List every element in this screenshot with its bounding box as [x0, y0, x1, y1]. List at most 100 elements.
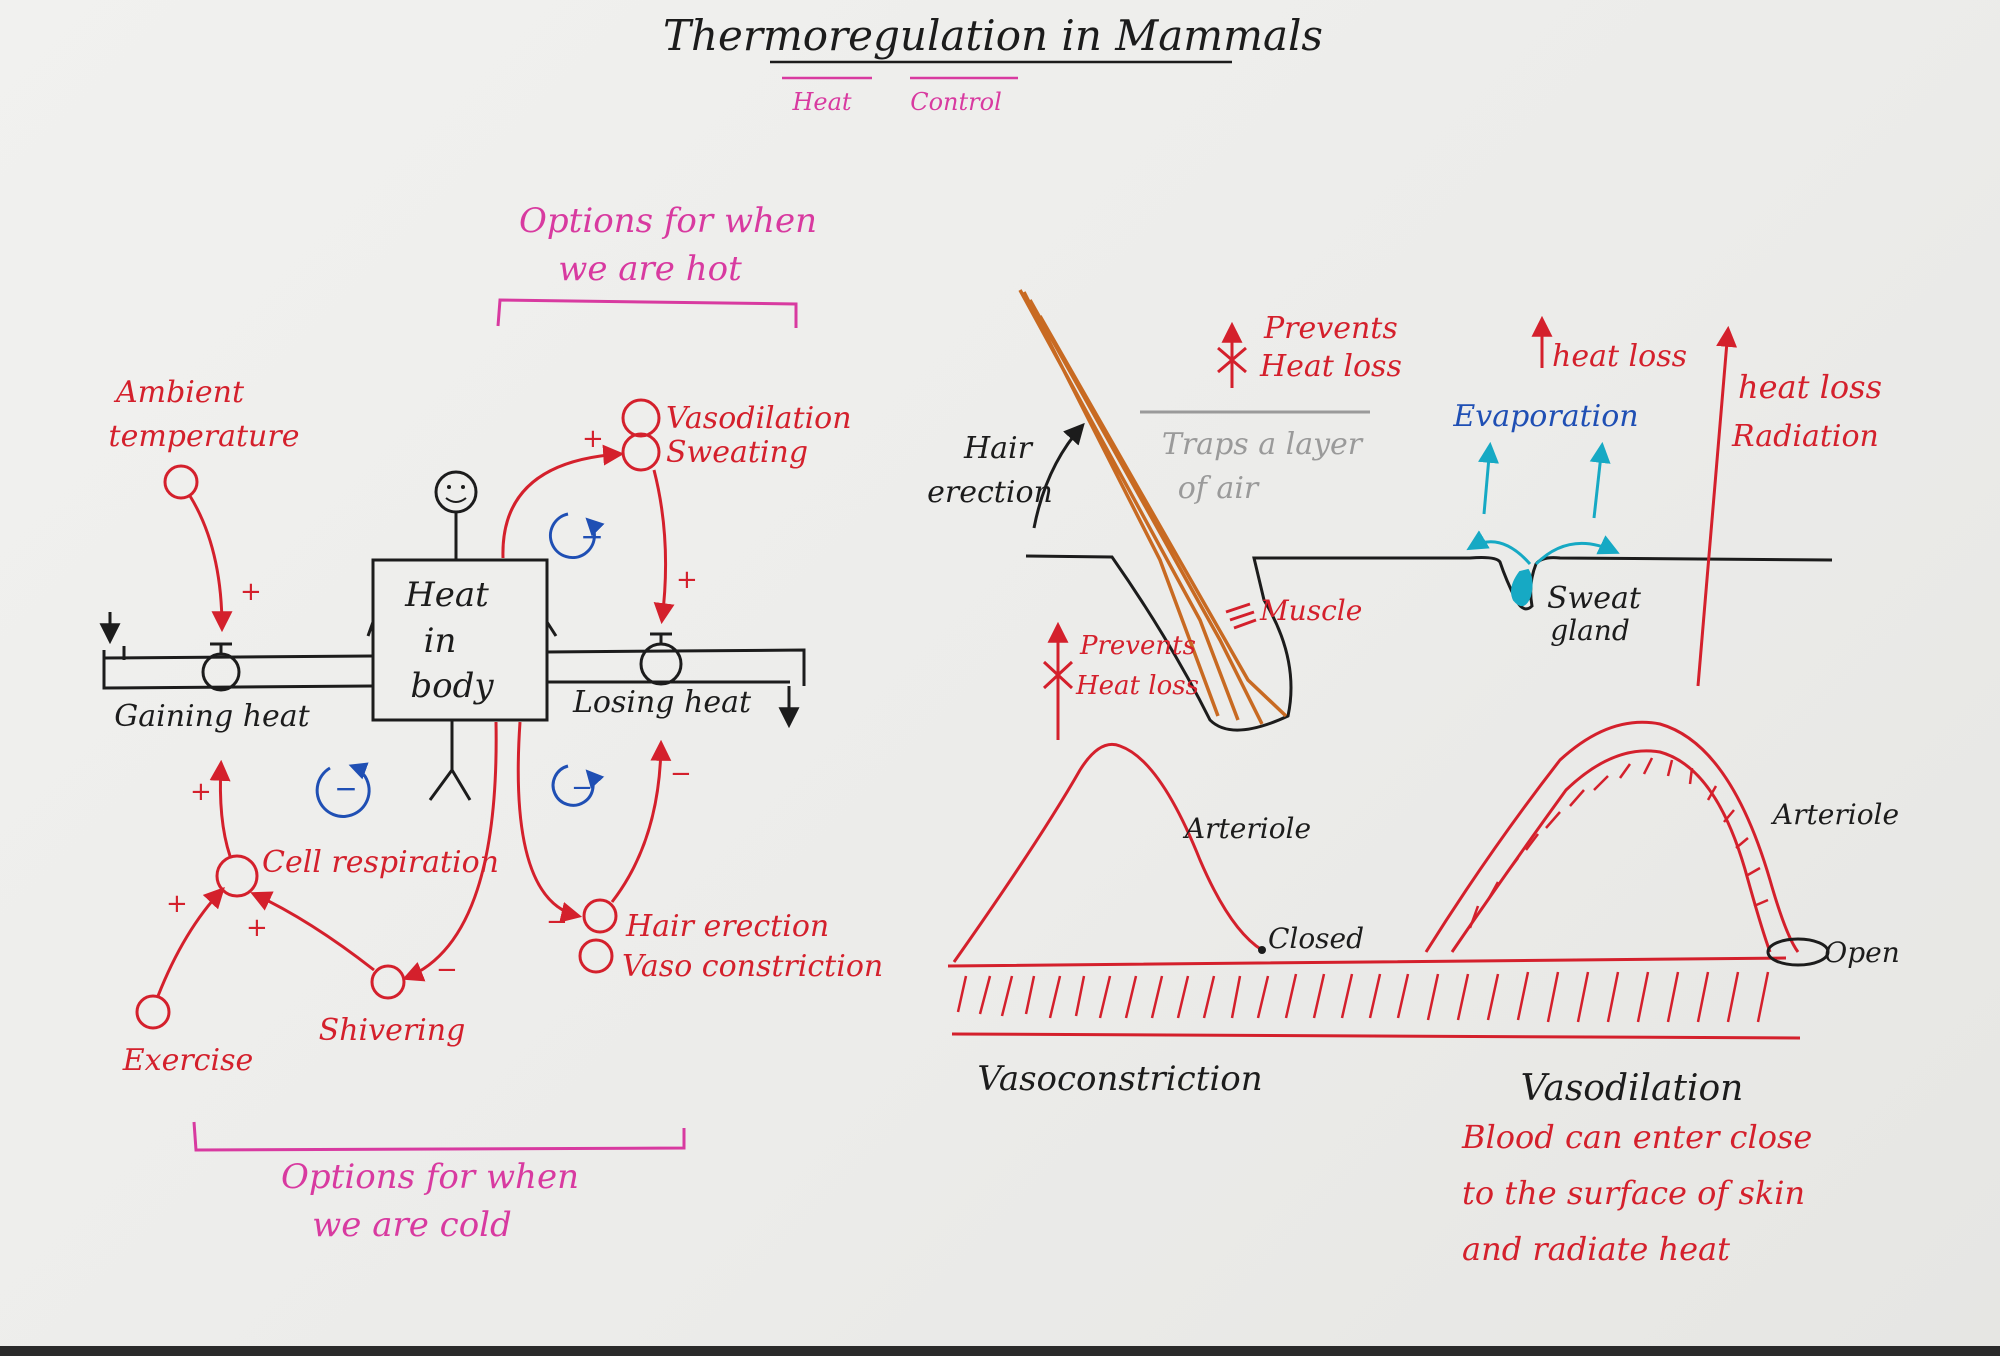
loop-marker-hot-icon: [548, 512, 605, 560]
muscle-label: Muscle: [1259, 594, 1362, 627]
shivering-label: Shivering: [319, 1013, 466, 1048]
open-label: Open: [1824, 936, 1899, 969]
inflow-pipe: [102, 650, 373, 690]
loop-marker-cold-right-icon: [551, 764, 605, 807]
arteriole-right-label: Arteriole: [1770, 798, 1899, 831]
photo-bottom-edge: [0, 1346, 2000, 1356]
heat-to-sweating-arrow: [501, 444, 625, 559]
losing-polarity-minus: −: [670, 759, 692, 789]
cell-respiration-node: [215, 854, 259, 898]
vasodilation-note-line2: to the surface of skin: [1462, 1174, 1805, 1212]
losing-heat-label: Losing heat: [572, 685, 752, 720]
vasodilation-note-line1: Blood can enter close: [1461, 1118, 1812, 1156]
radiation-line2: Radiation: [1731, 419, 1879, 454]
stock-label-line1: Heat: [404, 575, 489, 615]
shivering-to-respiration-arrow: [250, 891, 375, 972]
hot-caption-line2: we are hot: [558, 249, 742, 289]
vasodilation-node: [621, 398, 661, 438]
arteriole-dilated-inner: [1450, 749, 1772, 953]
traps-air-line1: Traps a layer: [1162, 427, 1364, 462]
shivering-polarity: +: [246, 913, 268, 943]
shivering-link-polarity: −: [436, 955, 458, 985]
evaporation-label: Evaporation: [1452, 399, 1638, 434]
loop-marker-hot: −: [548, 512, 605, 560]
hair-erection-label: Hair erection: [625, 909, 829, 944]
arteriole-left-label: Arteriole: [1182, 812, 1311, 845]
prevents-bottom-cross: [1042, 660, 1074, 690]
respiration-polarity: +: [190, 777, 212, 807]
radiation-arrow: [1696, 325, 1738, 687]
stickman-arms: [366, 621, 558, 637]
vasoconstriction-label: Vaso constriction: [622, 949, 883, 984]
hair-erection-arrow: [1032, 422, 1085, 529]
evaporation-arrow-left: [1478, 441, 1499, 515]
open-sphincter: [1766, 937, 1830, 967]
cell-respiration-label: Cell respiration: [262, 845, 499, 880]
arteriole-dilated-hatching: [1468, 757, 1769, 929]
vasodilation-caption: Vasodilation: [1521, 1068, 1744, 1109]
ambient-polarity: +: [240, 577, 262, 607]
hair-erection-node: [582, 898, 618, 934]
outflow-pipe: [545, 648, 806, 686]
loop-diagram: Options for when we are hot Heat in body…: [99, 201, 883, 1245]
radiation-line1: heat loss: [1738, 368, 1882, 406]
stickman-smile: [445, 497, 467, 503]
skin-section: Muscle Hair erection Prevents Heat loss …: [927, 289, 1882, 740]
loop-marker-hot-sign: −: [580, 520, 603, 553]
sweat-heat-loss-label: heat loss: [1552, 339, 1687, 374]
stock-label-line2: in: [424, 621, 457, 661]
evaporation-arrow-right: [1589, 441, 1611, 519]
loop-marker-cold-left: −: [315, 762, 371, 818]
vasodilation-label: Vasodilation: [666, 401, 852, 436]
exercise-label: Exercise: [122, 1043, 253, 1078]
vessel-section: Arteriole Closed Arteriole Open Vasocons…: [947, 720, 1900, 1268]
stock-label-line3: body: [410, 666, 494, 706]
shivering-node: [370, 964, 406, 1000]
gaining-heat-valve: [201, 652, 241, 692]
exercise-to-respiration-arrow: [156, 886, 225, 997]
loop-marker-cold-left-icon: [315, 762, 371, 818]
hot-bracket: [496, 298, 798, 328]
prevents-top-line2: Heat loss: [1259, 349, 1402, 384]
hair-muscle: [1225, 602, 1257, 630]
sweating-label: Sweating: [666, 435, 808, 470]
ambient-node: [163, 464, 199, 500]
cold-bracket: [192, 1121, 686, 1152]
hot-caption-line1: Options for when: [519, 201, 817, 241]
losing-polarity-plus: +: [676, 565, 698, 595]
cold-caption-line2: we are cold: [312, 1205, 512, 1245]
stickman-head: [434, 470, 478, 514]
cold-caption-line1: Options for when: [281, 1157, 579, 1197]
arteriole-constricted: [952, 743, 1263, 963]
prevents-top-cross: [1217, 346, 1247, 374]
hair-erection-skin-line2: erection: [927, 475, 1053, 510]
closed-sphincter: [1258, 946, 1266, 954]
sweat-spray-right: [1534, 535, 1620, 566]
stickman-eye-right: [461, 485, 465, 489]
stickman-eye-left: [447, 485, 451, 489]
sweating-to-losing-arrow: [652, 469, 675, 625]
loop-marker-cold-left-sign: −: [334, 772, 357, 805]
hair-to-losing-arrow: [610, 739, 672, 903]
sweat-spray-left: [1466, 530, 1532, 565]
sweat-gland-line1: Sweat: [1547, 581, 1642, 616]
heat-to-shivering-arrow: [402, 721, 498, 982]
traps-air-line2: of air: [1178, 471, 1260, 506]
sweat-gland-droplet: [1511, 568, 1533, 607]
prevents-bottom-line1: Prevents: [1079, 631, 1196, 661]
closed-label: Closed: [1268, 922, 1364, 955]
sweating-node: [621, 432, 661, 472]
skin-band-hatching: [956, 971, 1770, 1023]
ambient-label-line1: Ambient: [113, 375, 245, 410]
prevents-bottom-line2: Heat loss: [1075, 671, 1199, 701]
stickman-legs: [428, 720, 472, 801]
ambient-to-gaining-arrow: [188, 495, 233, 633]
vasoconstriction-caption: Vasoconstriction: [977, 1059, 1262, 1099]
prevents-top-line1: Prevents: [1263, 311, 1398, 346]
skin-band: [947, 956, 1801, 1040]
heat-in-body-stock: [371, 558, 549, 722]
sweat-gland-line2: gland: [1550, 614, 1630, 647]
ambient-label-line2: temperature: [109, 419, 300, 454]
